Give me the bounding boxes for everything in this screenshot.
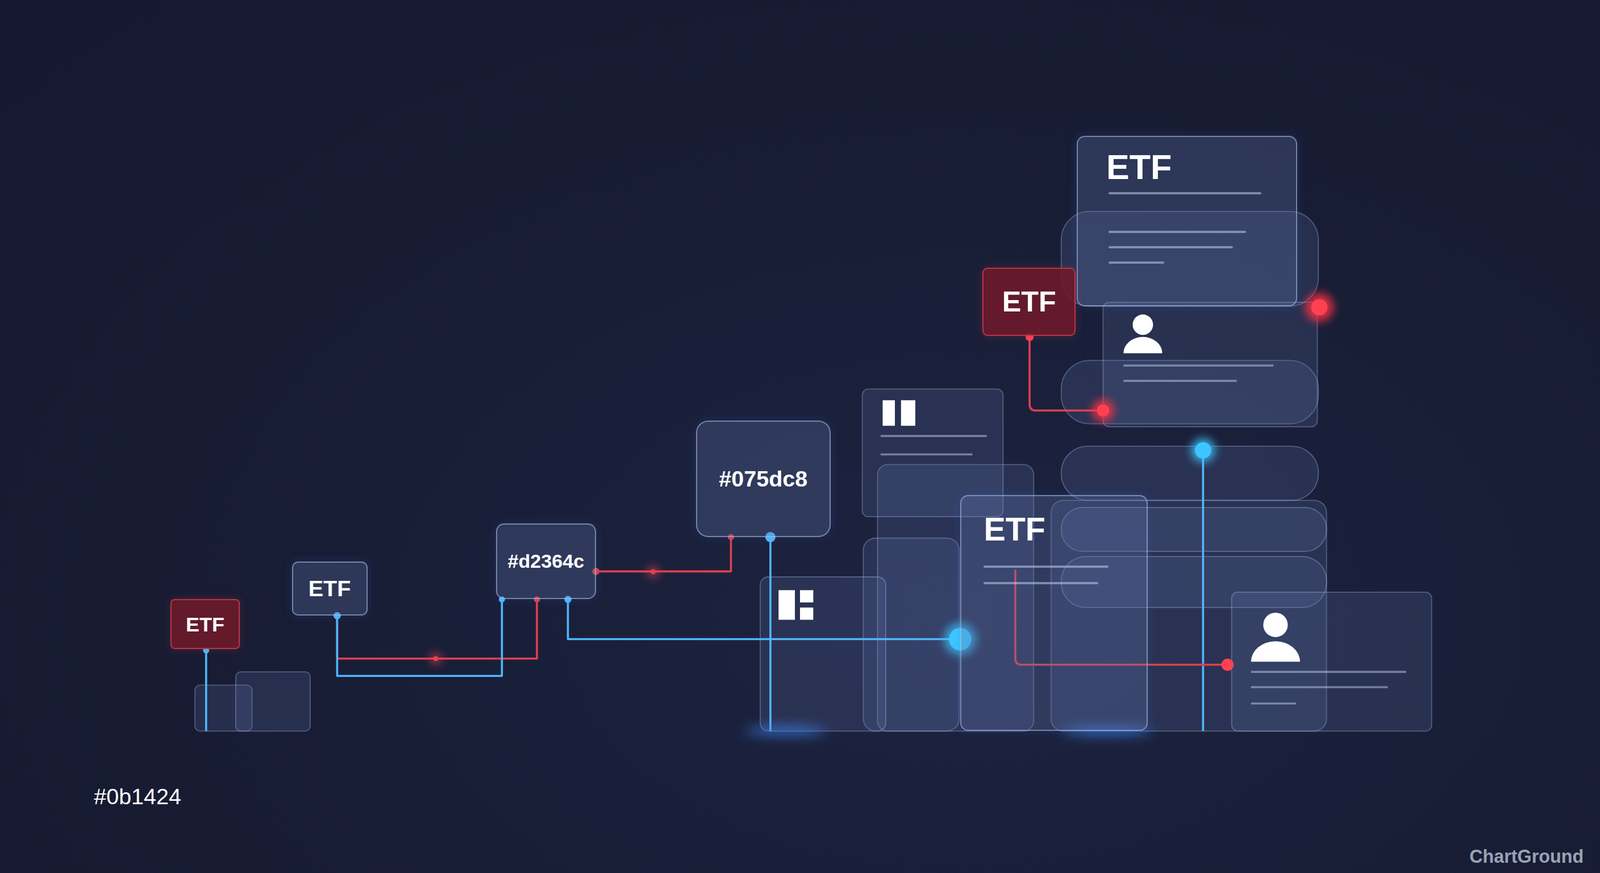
connector-group	[592, 534, 735, 578]
baseline	[135, 727, 1467, 735]
box-label: ETF	[185, 612, 225, 636]
placeholder-line	[1108, 261, 1165, 264]
tag-box: ETF	[170, 598, 240, 649]
watermark: ChartGround	[1469, 846, 1584, 868]
box-label: #075dc8	[718, 465, 808, 492]
box-label: #d2364c	[507, 550, 585, 573]
box-label: ETF	[308, 575, 352, 602]
color-note: #0b1424	[93, 783, 182, 810]
connector-glow	[429, 652, 443, 665]
connector	[568, 599, 961, 640]
connector	[596, 536, 732, 572]
color-box: #075dc8	[696, 420, 831, 537]
tag-box: ETF	[292, 561, 368, 616]
placeholder-line	[983, 581, 1098, 585]
placeholder-line	[1108, 230, 1247, 233]
card-heading: ETF	[1106, 147, 1172, 187]
color-box: #d2364c	[496, 523, 597, 599]
connector-group	[564, 595, 977, 656]
card: ETF	[960, 494, 1148, 731]
tag-box: ETF	[982, 267, 1075, 336]
placeholder-line	[983, 565, 1108, 568]
card: ETF	[1076, 135, 1298, 307]
connector-glow	[647, 565, 660, 578]
connector-dot	[650, 569, 656, 575]
box-label: ETF	[1002, 285, 1057, 319]
wire-dots	[202, 293, 1334, 672]
placeholder-line	[1108, 246, 1233, 249]
wires	[206, 336, 1228, 731]
placeholder-line	[1108, 192, 1262, 195]
card-heading: ETF	[983, 510, 1046, 548]
connector-dot	[432, 655, 439, 661]
